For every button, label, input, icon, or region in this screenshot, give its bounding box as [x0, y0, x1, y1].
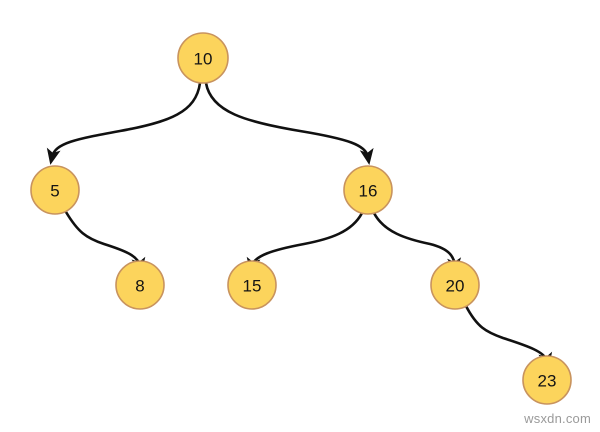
- node-circle-5[interactable]: [30, 165, 80, 215]
- tree-edge-5-to-8: [64, 210, 146, 274]
- node-circle-23[interactable]: [522, 355, 572, 405]
- tree-node-20[interactable]: 20: [430, 260, 480, 310]
- node-circle-15[interactable]: [227, 260, 277, 310]
- tree-node-23[interactable]: 23: [522, 355, 572, 405]
- tree-node-5[interactable]: 5: [30, 165, 80, 215]
- node-circle-16[interactable]: [343, 165, 393, 215]
- tree-edge-20-to-23: [464, 304, 553, 369]
- tree-edge-16-to-20: [372, 211, 462, 275]
- node-circle-10[interactable]: [177, 32, 229, 84]
- node-circle-20[interactable]: [430, 260, 480, 310]
- tree-edge-10-to-5: [46, 81, 202, 165]
- tree-edge-10-to-16: [204, 81, 374, 165]
- tree-node-16[interactable]: 16: [343, 165, 393, 215]
- tree-edge-16-to-15: [246, 211, 364, 274]
- edges-layer: [46, 81, 553, 369]
- watermark: wsxdn.com: [524, 411, 591, 426]
- node-circle-8[interactable]: [115, 260, 165, 310]
- nodes-layer: 10 5 16 8 15 20 23: [30, 32, 572, 405]
- tree-node-15[interactable]: 15: [227, 260, 277, 310]
- tree-node-10[interactable]: 10: [177, 32, 229, 84]
- tree-node-8[interactable]: 8: [115, 260, 165, 310]
